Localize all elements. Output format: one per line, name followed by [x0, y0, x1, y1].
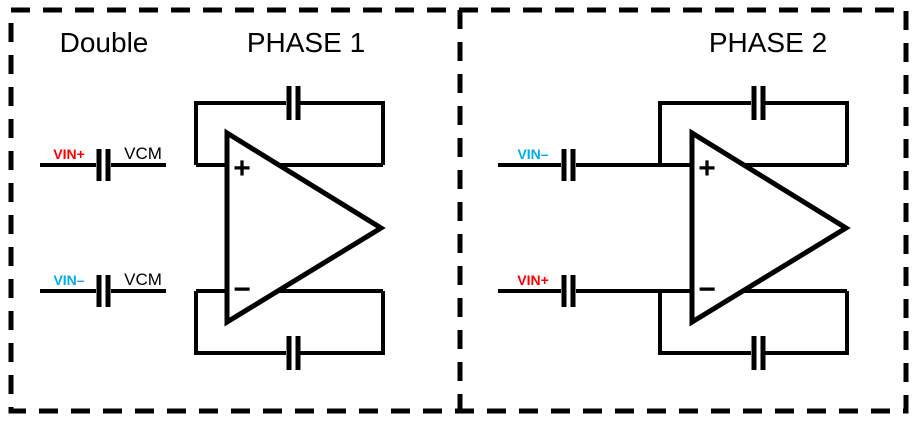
- wire: [658, 101, 751, 165]
- phase2-panel: PHASE 2 VIN– VIN+: [498, 27, 851, 370]
- minus-icon: −: [233, 273, 251, 306]
- vin-plus-label: VIN+: [53, 146, 85, 162]
- wire: [300, 291, 385, 355]
- phase1-opamp: + −: [224, 128, 386, 327]
- wire: [658, 291, 751, 355]
- opamp-triangle: [689, 128, 851, 327]
- phase1-title: PHASE 1: [247, 27, 365, 58]
- vcm-label: VCM: [124, 270, 162, 289]
- vin-minus-label: VIN–: [53, 272, 84, 288]
- vcm-label: VCM: [124, 144, 162, 163]
- phase1-top-feedback-capacitor: [194, 86, 385, 167]
- plus-icon: +: [233, 152, 251, 185]
- phase1-bottom-input-capacitor: VIN– VCM: [40, 270, 166, 307]
- wire: [300, 101, 385, 165]
- wire: [194, 291, 286, 355]
- opamp-triangle: [224, 128, 386, 327]
- vin-minus-label: VIN–: [517, 146, 548, 162]
- phase1-bottom-feedback-capacitor: [194, 289, 385, 370]
- phase2-title: PHASE 2: [709, 27, 827, 58]
- mode-label: Double: [60, 27, 149, 58]
- minus-icon: −: [698, 273, 716, 306]
- phase2-top-feedback-capacitor: [658, 86, 849, 167]
- wire: [765, 291, 849, 355]
- plus-icon: +: [698, 152, 716, 185]
- frame: [8, 7, 909, 414]
- phase2-bottom-feedback-capacitor: [658, 289, 849, 370]
- vin-plus-label: VIN+: [517, 272, 549, 288]
- phase1-top-input-capacitor: VIN+ VCM: [40, 144, 166, 181]
- phase2-opamp: + −: [689, 128, 851, 327]
- wire: [194, 101, 286, 165]
- phase1-panel: Double PHASE 1 VIN+ VCM VIN– VCM: [40, 27, 386, 370]
- wire: [765, 101, 849, 165]
